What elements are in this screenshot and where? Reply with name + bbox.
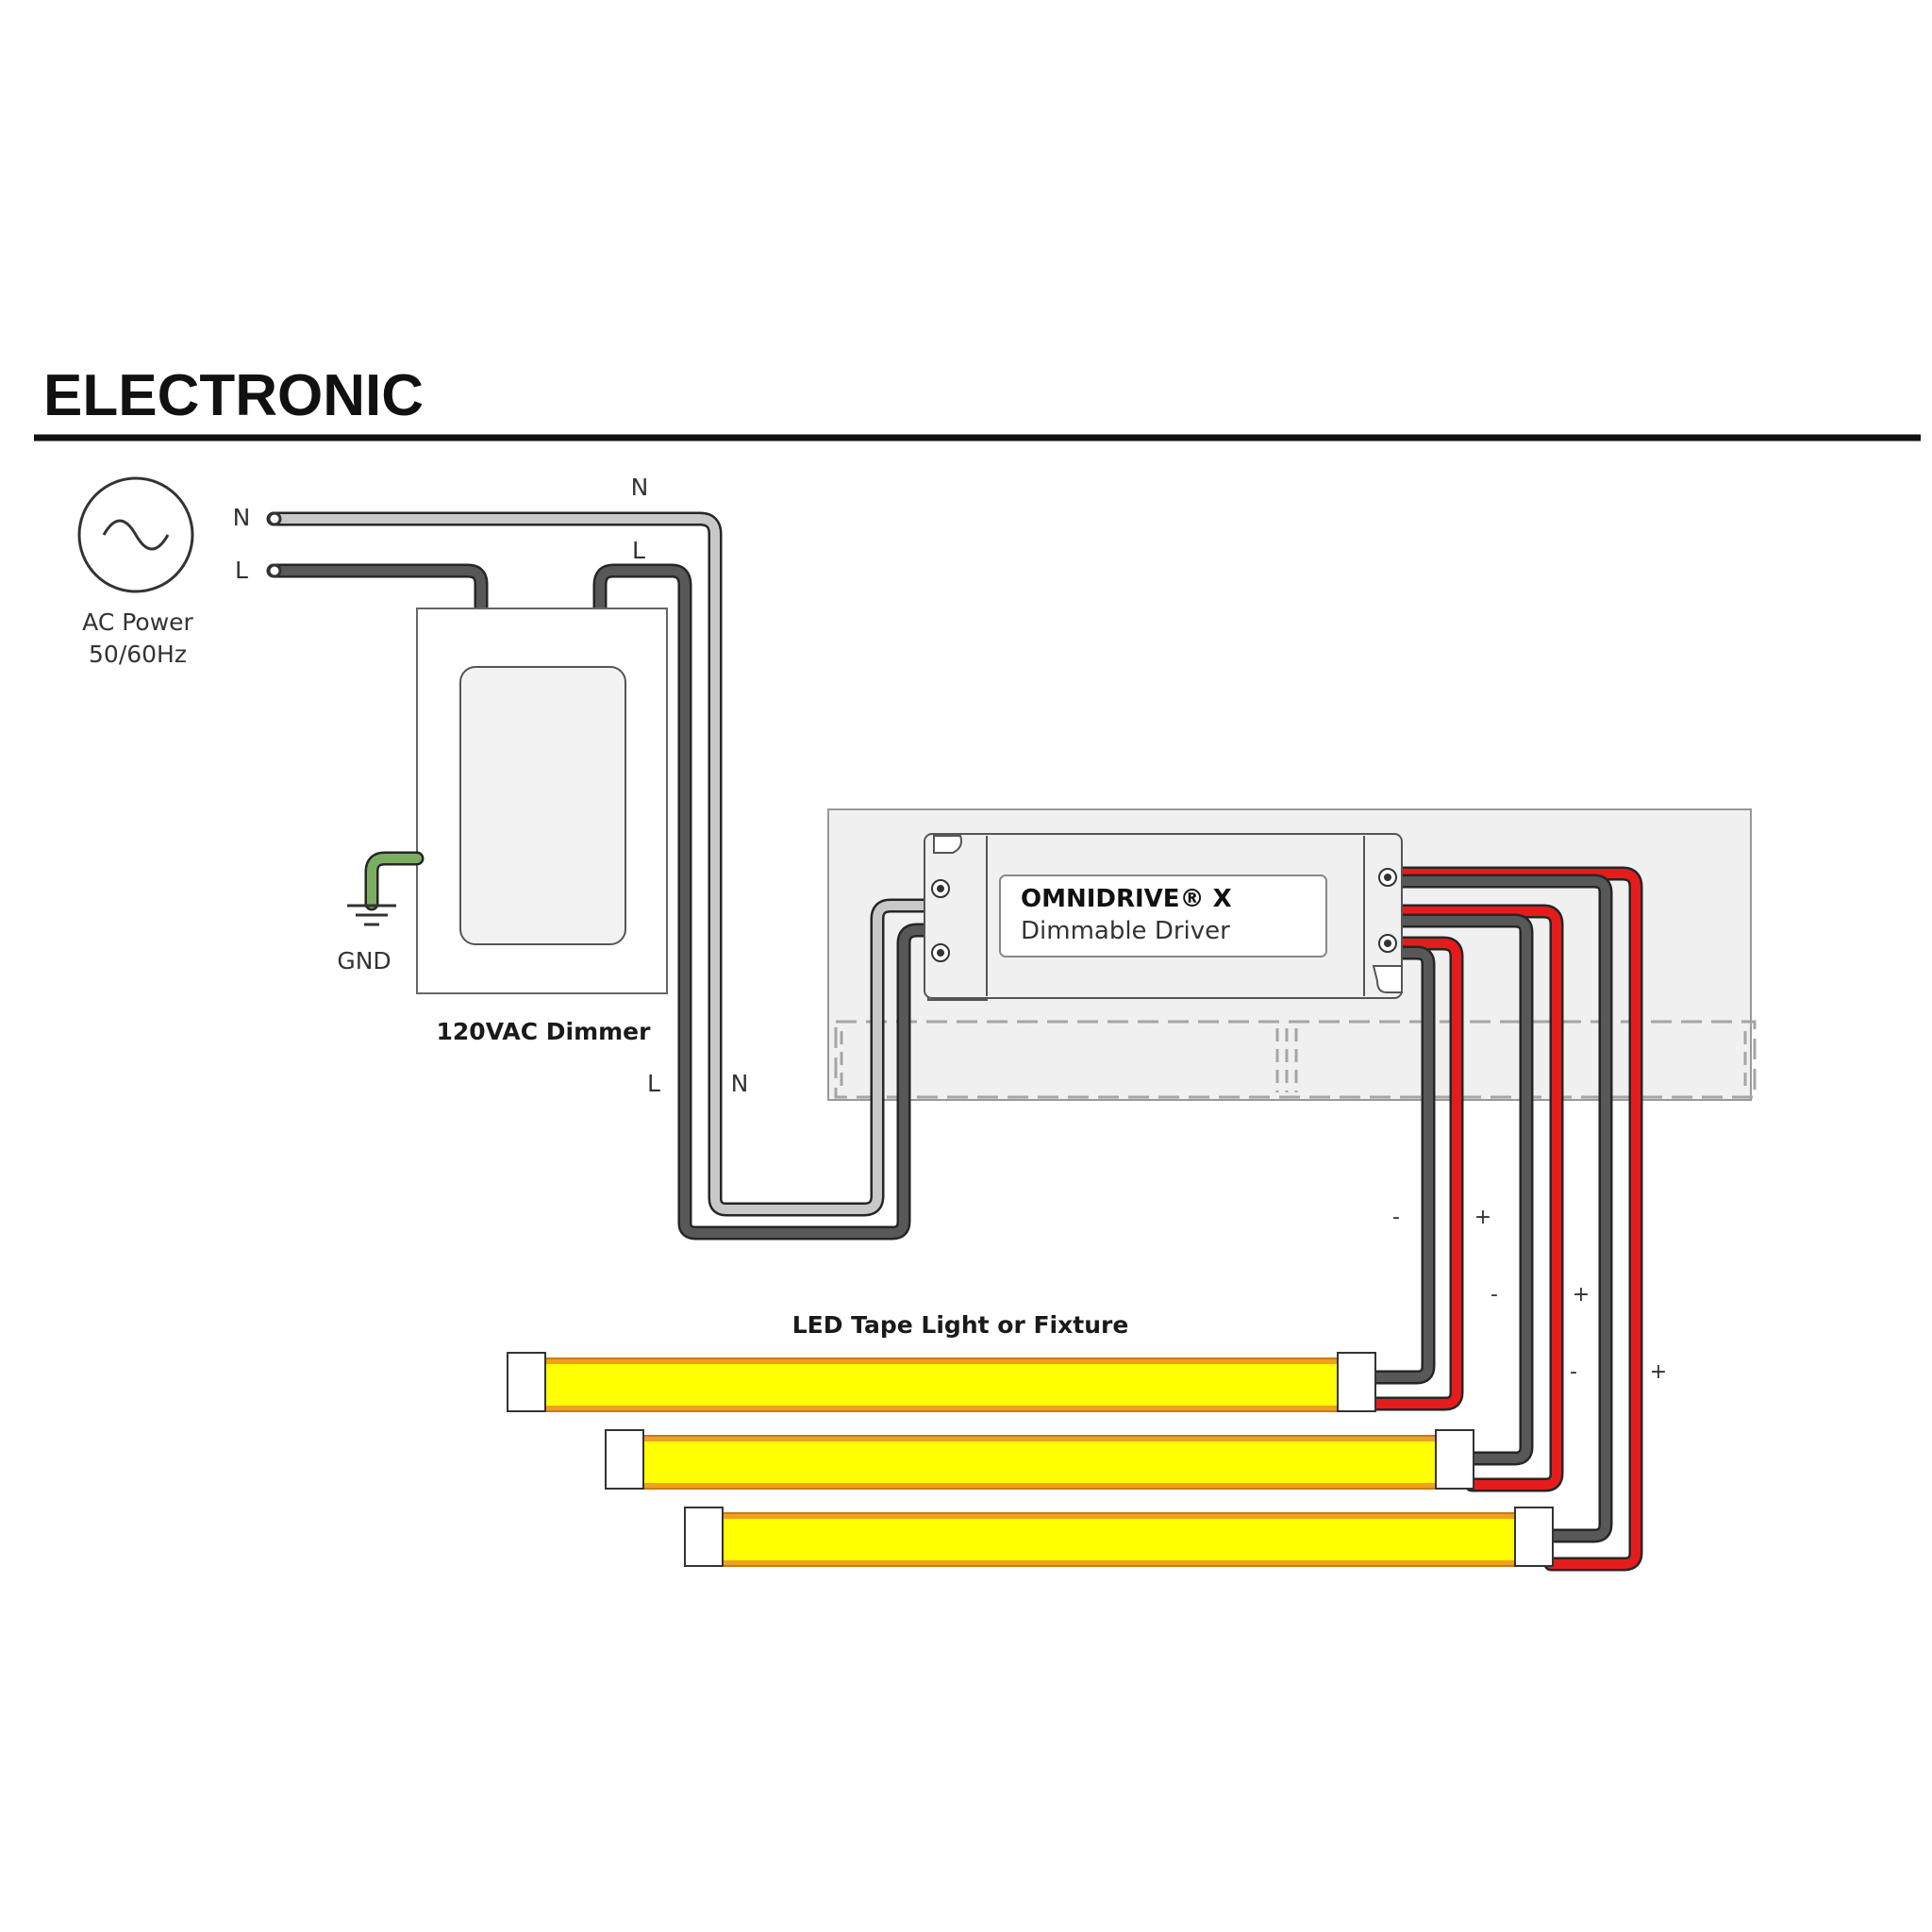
wire-label-n-top: N (631, 474, 649, 501)
led-strip-1-end-cap-right (1337, 1352, 1376, 1412)
led-strip-2-emitter (641, 1441, 1441, 1483)
ground-wire-outline (364, 851, 425, 911)
led-strip-3-emitter (721, 1519, 1521, 1560)
led-strip-3 (684, 1507, 1554, 1567)
led2-plus-label: + (1573, 1283, 1590, 1307)
driver-label-panel (999, 874, 1327, 958)
wire-label-n-bottom: N (731, 1070, 749, 1097)
led-strip-2-end-cap-right (1435, 1429, 1474, 1490)
led1-plus-label: + (1474, 1206, 1491, 1229)
led3-plus-label: + (1650, 1360, 1667, 1384)
led3-positive-wire (1391, 869, 1641, 1569)
led-strip-1-emitter (543, 1364, 1343, 1406)
ground-label: GND (337, 947, 391, 974)
ac-wiring: N L L N (266, 474, 945, 1241)
driver-input-terminal-1-screw (937, 885, 944, 892)
led2-negative-wire (1391, 916, 1531, 1463)
led1-negative-wire (1369, 948, 1433, 1382)
line-wire-out (595, 566, 942, 1238)
terminal-n-label: N (233, 504, 251, 531)
terminal-n (267, 511, 282, 526)
sine-wave-icon (102, 519, 170, 551)
omnidrive-driver: OMNIDRIVE® X Dimmable Driver (924, 833, 1403, 1001)
led3-minus-label: - (1570, 1360, 1577, 1384)
wire-label-l-bottom: L (647, 1070, 660, 1097)
channel-outline (834, 1020, 1757, 1099)
dimmer-label: 120VAC Dimmer (437, 1018, 652, 1045)
terminal-l (267, 563, 282, 578)
led-strip-2-end-cap-left (605, 1429, 644, 1490)
driver-name: OMNIDRIVE® X (1021, 885, 1232, 913)
led-strip-3-end-cap-right (1514, 1507, 1554, 1567)
driver-bottom-right-tab (1372, 965, 1403, 993)
led2-positive-wire (1391, 907, 1561, 1490)
driver-input-terminal-2-screw (937, 949, 944, 957)
dimmer: GND 120VAC Dimmer (337, 608, 668, 1045)
led3-negative-wire (1391, 876, 1610, 1541)
led-strip-3-end-cap-left (684, 1507, 724, 1567)
driver-output-terminal-2-screw (1384, 940, 1391, 947)
wire-label-l-top: L (632, 537, 645, 564)
line-wire-in-outline (266, 563, 489, 616)
ac-frequency-label: 50/60Hz (89, 641, 187, 668)
led-strip-1 (507, 1352, 1376, 1412)
driver-output-terminal-1-screw (1384, 874, 1391, 881)
dimmer-paddle (459, 666, 626, 945)
page-title: ELECTRONIC (43, 363, 424, 428)
driver-top-left-tab (933, 835, 962, 854)
dc-output-wiring: - + - + - + (1366, 866, 1667, 1572)
ac-power-label: AC Power (82, 608, 193, 636)
led-strip-2 (605, 1429, 1474, 1490)
ac-power-source: AC Power 50/60Hz N L (77, 476, 251, 668)
led1-positive-wire (1369, 939, 1461, 1408)
line-wire-in (269, 566, 486, 613)
driver-subtitle: Dimmable Driver (1021, 917, 1230, 945)
led2-minus-label: - (1491, 1283, 1498, 1307)
terminal-l-label: L (235, 557, 248, 584)
led1-minus-label: - (1392, 1206, 1400, 1229)
led-fixture-label: LED Tape Light or Fixture (792, 1311, 1129, 1339)
led-strip-1-end-cap-left (507, 1352, 546, 1412)
ground-wire (367, 854, 422, 908)
ground-icon (347, 904, 396, 926)
neutral-wire (269, 514, 935, 1214)
led-fixtures: LED Tape Light or Fixture (507, 1311, 1554, 1567)
